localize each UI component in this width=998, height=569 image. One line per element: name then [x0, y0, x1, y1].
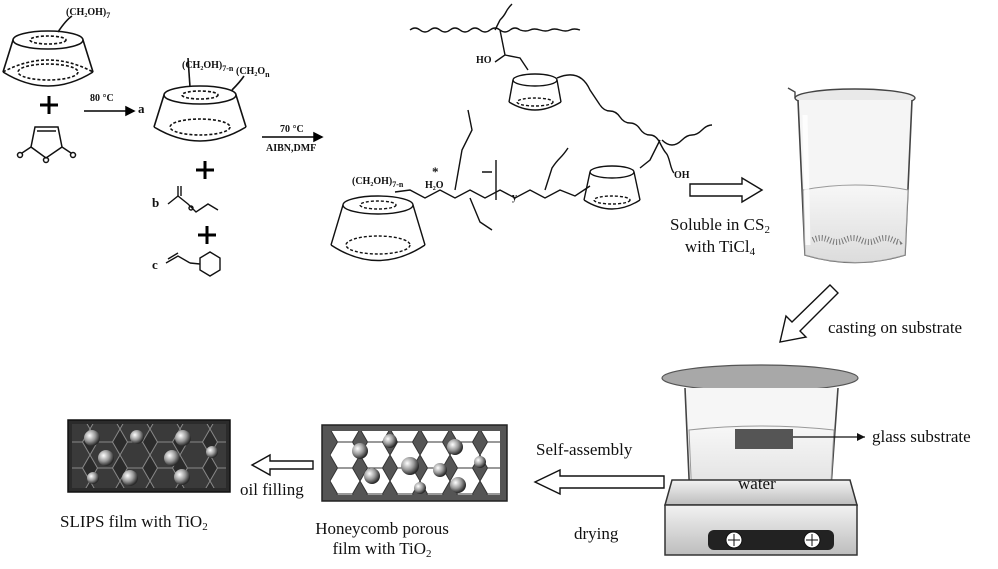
oil-filling-label: oil filling [240, 480, 304, 499]
glass-substrate-label: glass substrate [872, 427, 971, 446]
hollow-arrow-down-left [779, 284, 839, 343]
hollow-arrow-right-1 [689, 176, 764, 204]
reaction-arrow-1 [84, 105, 136, 117]
self-assembly-label: Self-assembly [536, 440, 633, 459]
polymer-h2o: H₂O [425, 180, 444, 191]
plus-icon [196, 161, 214, 179]
drying-label: drying [574, 524, 619, 543]
compound-b-label: b [152, 195, 160, 210]
step2-temperature: 70 °C [280, 124, 304, 135]
tio2-particles [352, 434, 486, 494]
tio2-particles [84, 430, 218, 486]
hollow-arrow-left-2 [533, 468, 665, 496]
polymer-network-icon [330, 3, 713, 262]
vinyl-acetate-icon [167, 186, 219, 213]
water-label: water [738, 474, 776, 493]
hotplate-setup-icon [661, 364, 865, 556]
plus-icon [40, 96, 58, 114]
step1-condition: 80 °C [90, 93, 114, 104]
compound-c-label: c [152, 257, 158, 272]
cyclodextrin-icon [2, 15, 94, 87]
polymer-y: y [512, 192, 517, 203]
polymer-star: * [432, 164, 439, 179]
slips-film-label: SLIPS film with TiO2 [60, 512, 208, 533]
glass-substrate-icon [735, 429, 793, 449]
slips-film-icon [67, 419, 231, 493]
casting-label: casting on substrate [828, 318, 963, 337]
honeycomb-film-icon [321, 424, 508, 502]
beaker-icon [787, 87, 916, 264]
cd-hydroxy-label: (CH₂OH)7 [66, 7, 111, 20]
compound-a-ester: (CH₂On [236, 66, 270, 79]
maleic-anhydride-icon [16, 126, 77, 164]
compound-a-hydroxy: (CH₂OH)7-n [182, 60, 234, 73]
styrene-icon [165, 251, 221, 277]
hollow-arrow-left-3 [250, 453, 314, 477]
reaction-arrow-2 [262, 131, 324, 143]
polymer-oh: OH [674, 170, 690, 181]
step2-reagents: AIBN,DMF [266, 143, 317, 154]
polymer-hydroxy: (CH₂OH)7-n [352, 176, 404, 189]
soluble-label: Soluble in CS2 with TiCl4 [670, 215, 770, 258]
compound-a-label: a [138, 101, 145, 116]
plus-icon [198, 226, 216, 244]
honeycomb-film-label: Honeycomb porous film with TiO2 [315, 519, 449, 560]
cyclodextrin-a-icon [153, 57, 247, 142]
polymer-ho: HO [476, 55, 492, 66]
